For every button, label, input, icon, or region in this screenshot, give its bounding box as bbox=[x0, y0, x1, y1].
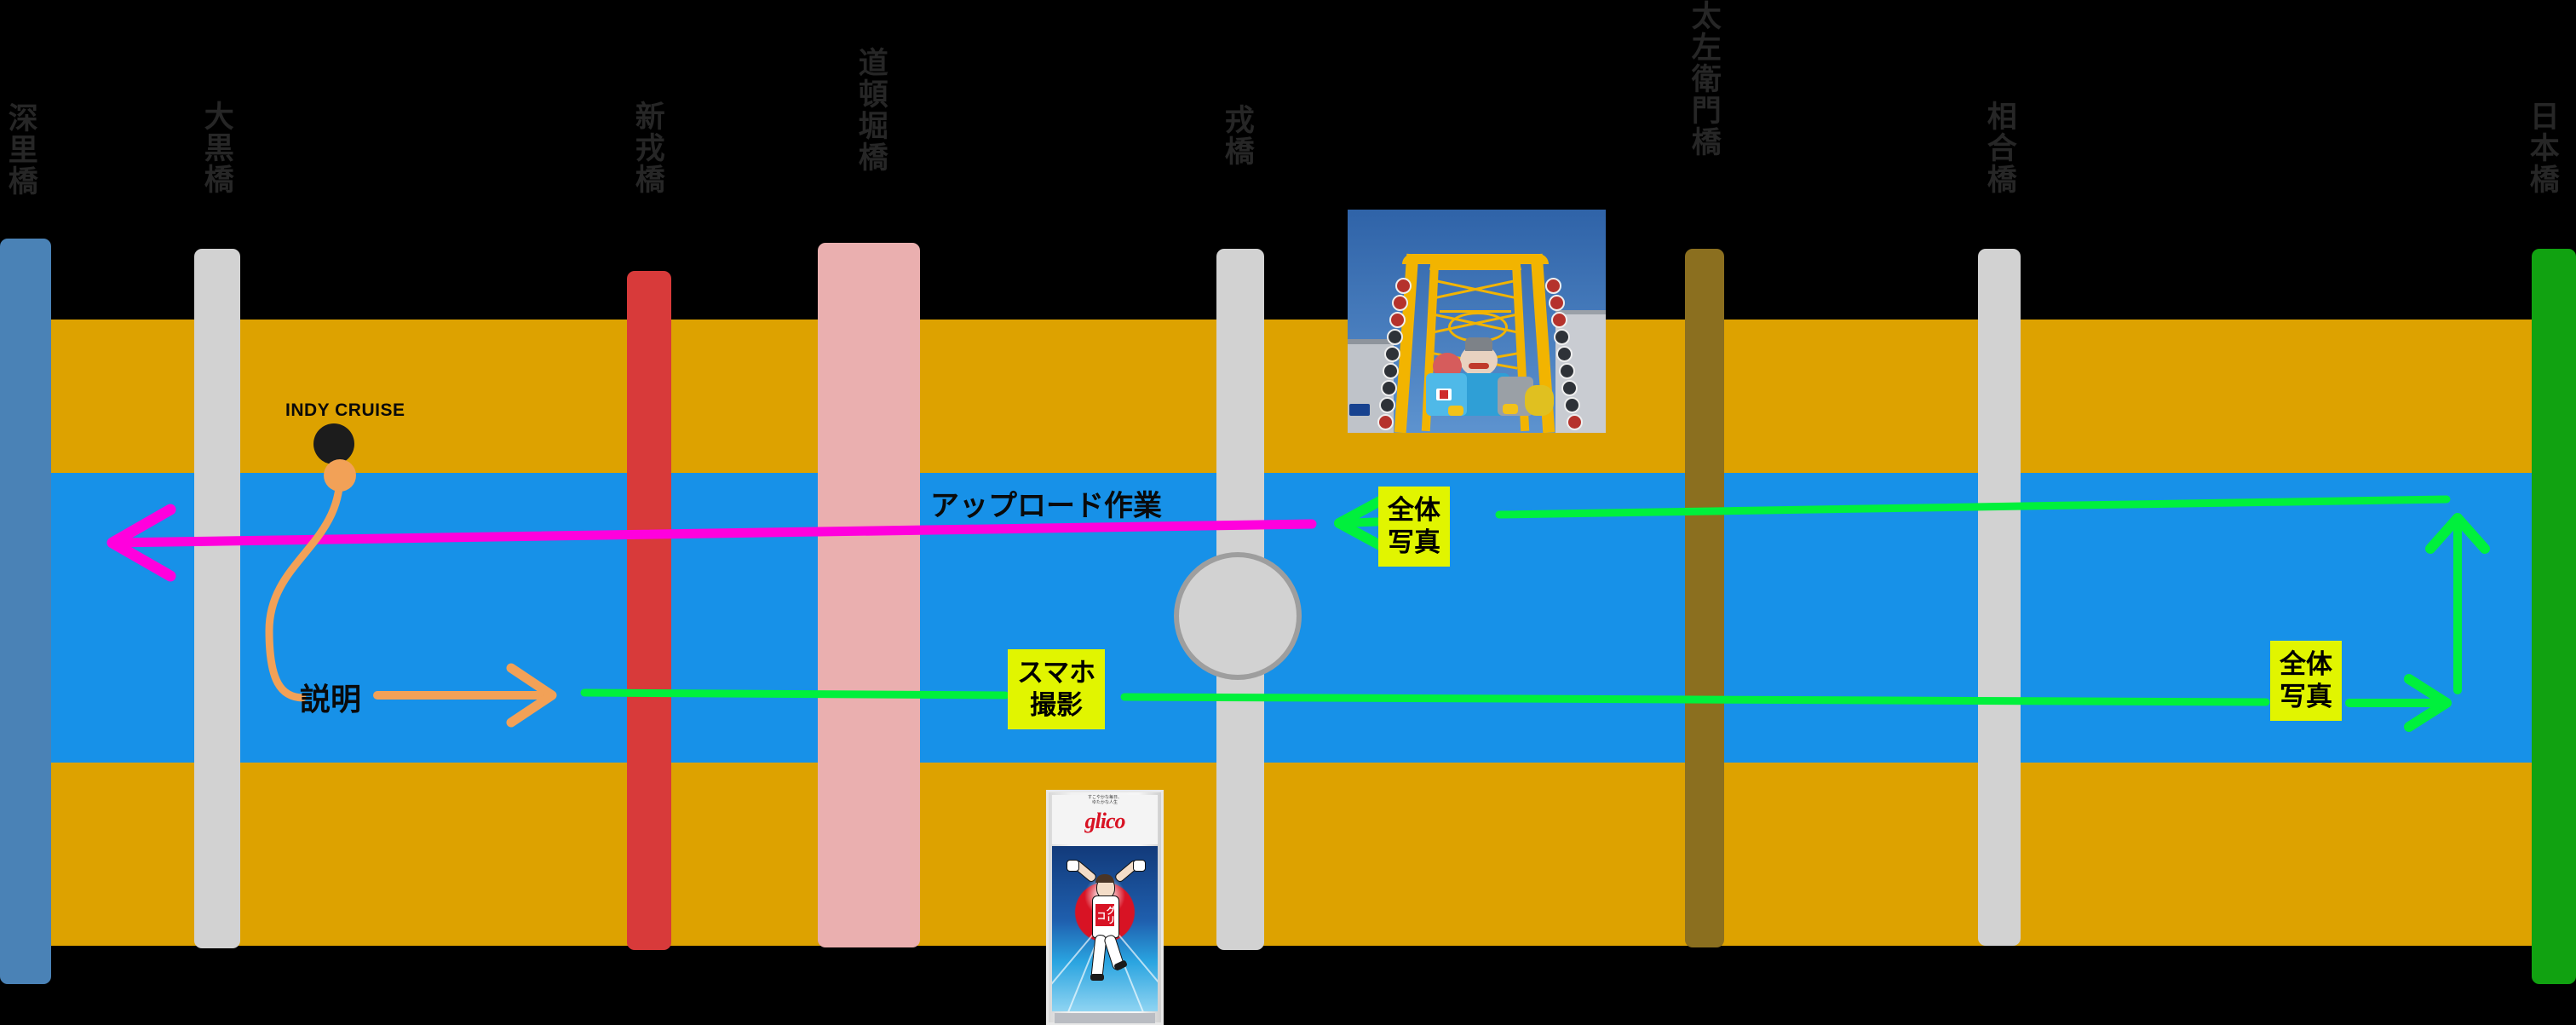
label-box-zentai-shashin-left: 全体写真 bbox=[1378, 487, 1450, 567]
north-embankment-band bbox=[0, 320, 2576, 473]
glico-jersey-text: グリコ bbox=[1095, 904, 1115, 926]
dotonbori-river-band bbox=[0, 473, 2576, 763]
label-box-line1: 全体 bbox=[1388, 495, 1440, 525]
bridge-aiau bbox=[1978, 249, 2021, 946]
upload-work-label: アップロード作業 bbox=[930, 490, 1162, 522]
setsumei-label: 説明 bbox=[300, 682, 362, 717]
label-box-line1: 全体 bbox=[2280, 649, 2332, 679]
bridge-label-aiau: 相合橋 bbox=[1982, 101, 2016, 195]
don-quijote-ferris-wheel-photo bbox=[1348, 210, 1606, 433]
label-box-sumaho-satsuei: スマホ撮影 bbox=[1008, 649, 1106, 729]
bridge-ebisu bbox=[1216, 249, 1264, 950]
bridge-label-tazaemon: 太左衛門橋 bbox=[1687, 0, 1721, 158]
glico-running-man-sign-photo: すこやかな毎日、 ゆたかな人生 glico グリコ bbox=[1046, 790, 1164, 1025]
bridge-daikoku bbox=[194, 249, 240, 948]
indy-cruise-label: INDY CRUISE bbox=[285, 400, 405, 420]
bridge-shinebisu bbox=[627, 271, 671, 950]
label-box-zentai-shashin-right: 全体写真 bbox=[2270, 641, 2342, 721]
bridge-label-shinebisu: 新戎橋 bbox=[630, 101, 664, 195]
label-box-line2: 写真 bbox=[1388, 527, 1440, 557]
glico-runner-artwork: グリコ bbox=[1052, 846, 1158, 1011]
bridge-label-fukazato: 深里橋 bbox=[3, 102, 37, 197]
bridge-label-daikoku: 大黒橋 bbox=[199, 101, 233, 195]
bridge-dotonbori bbox=[818, 243, 920, 947]
label-box-line1: スマホ bbox=[1017, 658, 1096, 688]
bridge-label-nippon: 日本橋 bbox=[2525, 101, 2559, 195]
bridge-label-ebisu: 戎橋 bbox=[1220, 104, 1254, 167]
bridge-fukazato bbox=[0, 239, 51, 984]
bridge-label-dotonbori: 道頓堀橋 bbox=[854, 47, 888, 173]
bridge-tazaemon bbox=[1685, 249, 1724, 947]
label-box-line2: 写真 bbox=[2280, 681, 2332, 711]
south-embankment-band bbox=[0, 763, 2576, 946]
label-box-line2: 撮影 bbox=[1030, 689, 1084, 720]
bridge-nippon bbox=[2532, 249, 2576, 984]
glico-tagline: すこやかな毎日、 ゆたかな人生 bbox=[1087, 795, 1122, 806]
glico-wordmark: glico bbox=[1084, 809, 1126, 833]
